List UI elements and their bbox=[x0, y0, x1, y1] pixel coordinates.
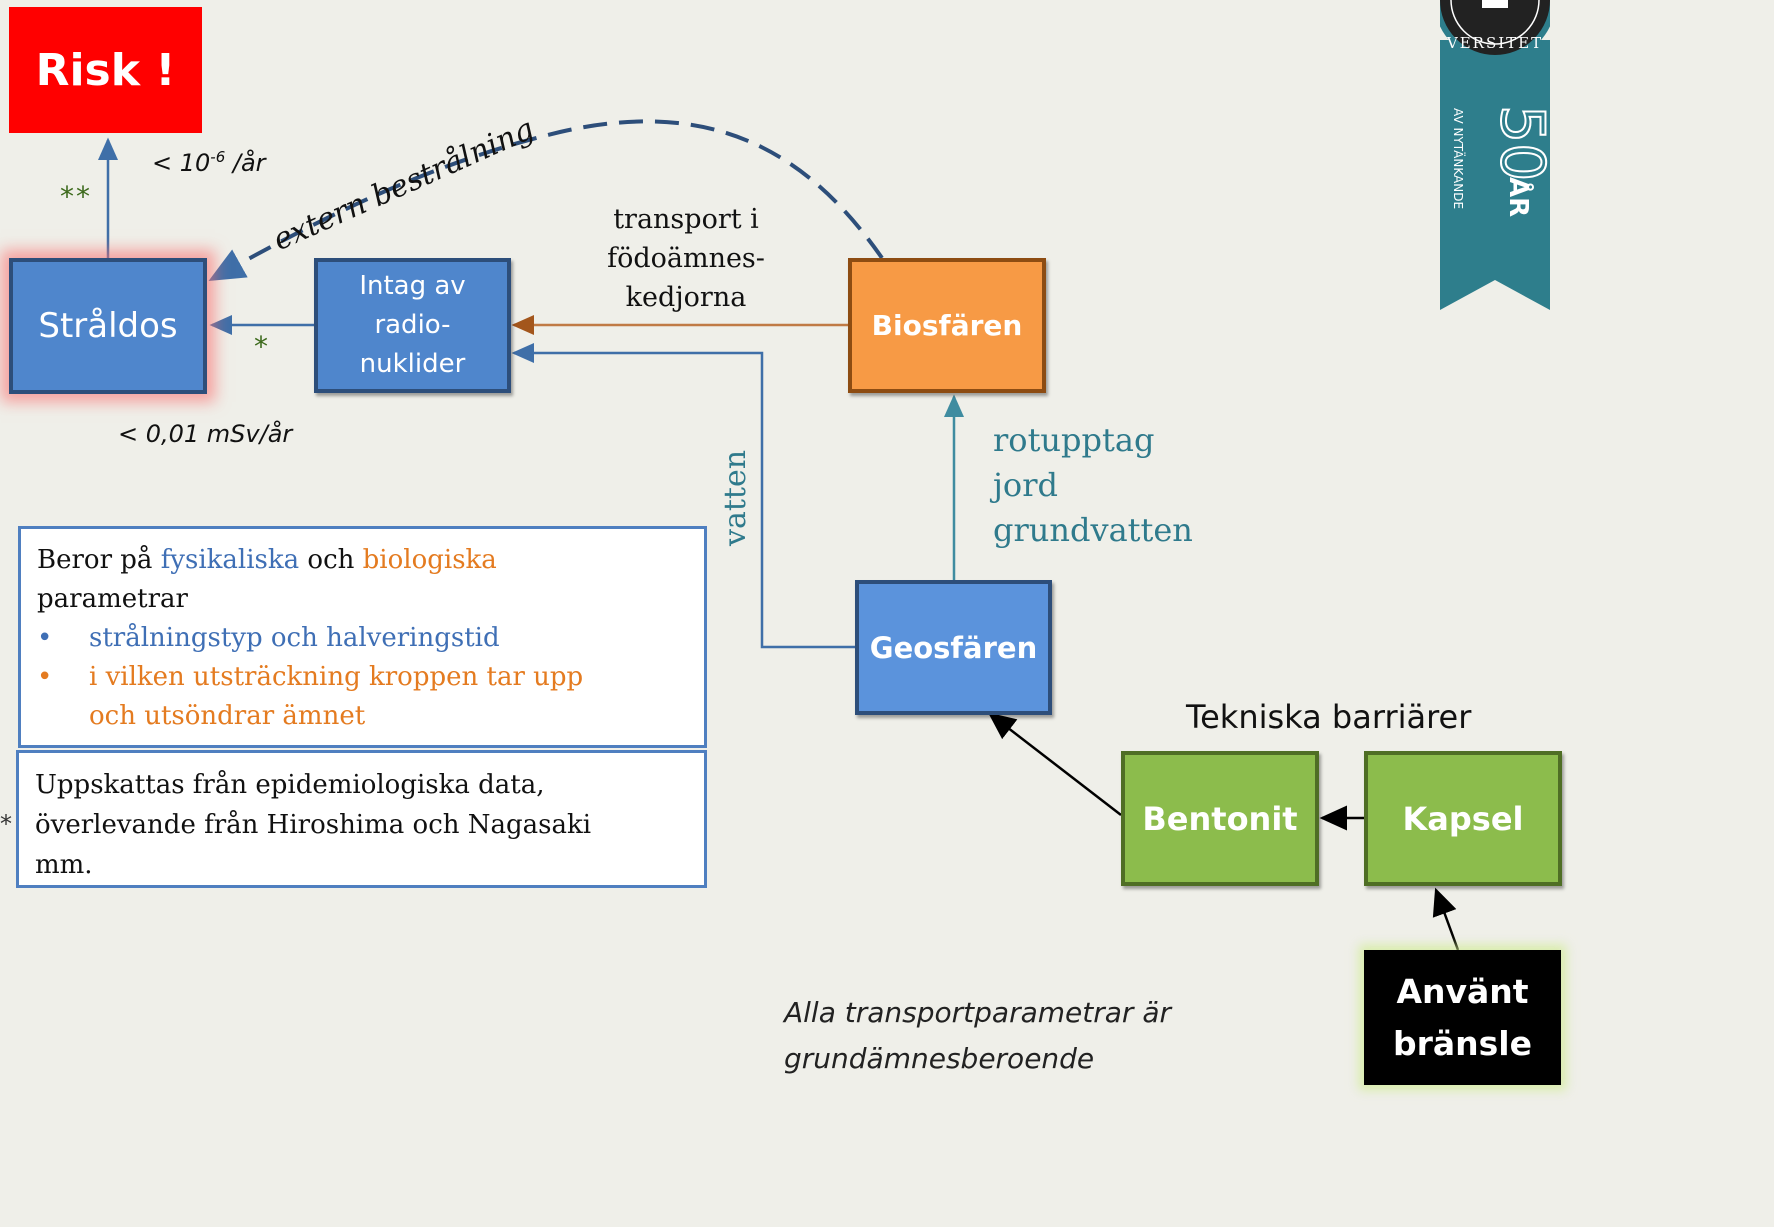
risk-limit-suffix: /år bbox=[225, 149, 266, 177]
info1-fysikaliska: fysikaliska bbox=[160, 545, 300, 575]
intag-node: Intag av radio- nuklider bbox=[314, 258, 511, 393]
straldos-label: Stråldos bbox=[38, 306, 178, 346]
single-star-marker: * bbox=[254, 330, 268, 363]
info2-line2: överlevande från Hiroshima och Nagasaki bbox=[35, 810, 592, 840]
risk-limit-prefix: < 10 bbox=[152, 149, 211, 177]
kapsel-label: Kapsel bbox=[1402, 799, 1524, 838]
alla-line2: grundämnesberoende bbox=[784, 1042, 1095, 1075]
geosfaren-label: Geosfären bbox=[869, 630, 1038, 665]
dose-dependency-box: Beror på fysikaliska och biologiska para… bbox=[18, 526, 707, 748]
rot-line1: rotupptag bbox=[993, 421, 1155, 459]
info1-bullet-2: • i vilken utsträckning kroppen tar upp … bbox=[37, 658, 688, 736]
seal-inner-ring bbox=[1450, 0, 1540, 45]
info1-bullet-1: • strålningstyp och halveringstid bbox=[37, 619, 688, 658]
info2-line1: Uppskattas från epidemiologiska data, bbox=[35, 770, 545, 800]
bullet-marker: • bbox=[37, 662, 53, 692]
transport-line1: transport i bbox=[613, 204, 759, 235]
anvant-label-line2: bränsle bbox=[1393, 1023, 1532, 1063]
risk-label: Risk ! bbox=[35, 44, 176, 96]
intag-label-line1: Intag av bbox=[359, 271, 466, 301]
intag-label-line3: nuklider bbox=[359, 349, 466, 379]
dose-limit-label: < 0,01 mSv/år bbox=[118, 420, 293, 448]
arrow-extern-bestralning bbox=[208, 119, 884, 281]
seal-arc-text: VERSITET bbox=[1446, 34, 1543, 52]
seal-circle bbox=[1440, 0, 1550, 61]
info1-intro: Beror på fysikaliska och biologiska bbox=[37, 541, 688, 580]
rotupptag-label: rotupptag jord grundvatten bbox=[993, 418, 1193, 553]
logo-years-number: 50 bbox=[1487, 105, 1550, 181]
info1-bullet-2-line2: och utsöndrar ämnet bbox=[89, 701, 366, 731]
biosfaren-node: Biosfären bbox=[848, 258, 1046, 393]
geosfaren-node: Geosfären bbox=[855, 580, 1052, 715]
bentonit-node: Bentonit bbox=[1121, 751, 1319, 886]
transport-parameters-note: Alla transportparametrar är grundämnesbe… bbox=[784, 990, 1171, 1082]
ribbon-shape bbox=[1440, 40, 1550, 310]
anvant-label-line1: Använt bbox=[1396, 971, 1529, 1011]
info1-bullet-2-line1: i vilken utsträckning kroppen tar upp bbox=[89, 662, 584, 692]
risk-limit-exponent: -6 bbox=[210, 148, 226, 166]
tekniska-barriarer-heading: Tekniska barriärer bbox=[1186, 698, 1472, 736]
transport-line3: kedjorna bbox=[625, 282, 747, 313]
transport-line2: födoämnes- bbox=[607, 243, 765, 274]
risk-limit-label: < 10-6 /år bbox=[152, 148, 266, 177]
info1-bullet-1-text: strålningstyp och halveringstid bbox=[89, 623, 500, 653]
info1-bullet-2-text: i vilken utsträckning kroppen tar upp oc… bbox=[89, 658, 583, 736]
rot-line3: grundvatten bbox=[993, 511, 1193, 549]
logo-tagline: AV NYTÄNKANDE bbox=[1451, 108, 1466, 209]
arrow-geosfaren-to-intag bbox=[511, 343, 855, 649]
risk-estimation-box: Uppskattas från epidemiologiska data, öv… bbox=[16, 750, 707, 888]
bullet-marker: • bbox=[37, 623, 53, 653]
university-anniversary-logo: VERSITET 50 ÅR AV NYTÄNKANDE bbox=[1440, 0, 1550, 310]
bentonit-label: Bentonit bbox=[1142, 799, 1298, 838]
kapsel-node: Kapsel bbox=[1364, 751, 1562, 886]
info1-biologiska: biologiska bbox=[362, 545, 497, 575]
intag-label-line2: radio- bbox=[374, 310, 451, 340]
seal-building-icon bbox=[1482, 0, 1508, 8]
rot-line2: jord bbox=[993, 466, 1058, 504]
straldos-node: Stråldos bbox=[9, 258, 207, 394]
info1-intro-a: Beror på bbox=[37, 545, 161, 575]
info2-line3: mm. bbox=[35, 850, 93, 880]
risk-node: Risk ! bbox=[9, 7, 202, 133]
transport-label: transport i födoämnes- kedjorna bbox=[586, 200, 786, 317]
connector-layer bbox=[98, 119, 1460, 951]
alla-line1: Alla transportparametrar är bbox=[784, 996, 1171, 1029]
edge-star-marker: * bbox=[0, 810, 12, 838]
info1-och: och bbox=[299, 545, 363, 575]
arrow-bentonit-to-geosfaren bbox=[988, 712, 1122, 816]
arrow-anvant-to-kapsel bbox=[1432, 887, 1460, 951]
biosfaren-label: Biosfären bbox=[871, 309, 1023, 342]
logo-years-unit: ÅR bbox=[1503, 177, 1535, 217]
anvant-bransle-node: Använt bränsle bbox=[1364, 950, 1561, 1085]
info1-intro-b: parametrar bbox=[37, 584, 188, 614]
double-star-marker: ** bbox=[60, 180, 92, 213]
vatten-label: vatten bbox=[718, 449, 753, 546]
